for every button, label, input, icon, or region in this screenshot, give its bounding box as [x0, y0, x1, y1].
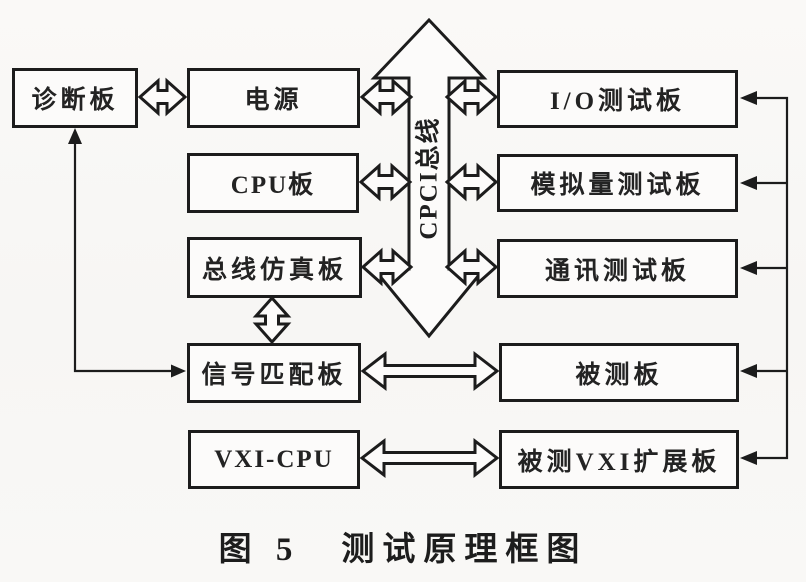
double-arrow-emulation-matching — [252, 295, 292, 345]
node-comm-test-board: 通讯测试板 — [497, 239, 738, 298]
node-label: 通讯测试板 — [544, 257, 690, 285]
arrowhead-left-io — [740, 91, 757, 105]
double-arrow-matching-undertest — [360, 350, 500, 392]
node-cpu-board: CPU板 — [187, 153, 359, 213]
node-label: 模拟量测试板 — [530, 172, 705, 199]
node-label: 电源 — [244, 87, 303, 114]
node-label: CPU板 — [230, 172, 316, 199]
arrowhead-left-undertest — [740, 364, 757, 378]
node-label: 信号匹配板 — [201, 362, 347, 389]
double-arrow-bus-analog — [444, 162, 499, 202]
feedback-line-left — [73, 136, 176, 373]
node-vxi-expansion-board-under-test: 被测VXI扩展板 — [499, 430, 739, 489]
node-label: 总线仿真板 — [201, 256, 347, 284]
arrowhead-left-expansion — [740, 451, 757, 465]
double-arrow-cpu-bus — [358, 162, 413, 202]
node-io-test-board: I/O测试板 — [497, 70, 738, 128]
arrowhead-up-diagboard — [68, 128, 82, 144]
node-label: I/O测试板 — [549, 88, 686, 115]
node-label: VXI-CPU — [214, 445, 334, 473]
cpci-bus-label: CPCI总线 — [414, 116, 443, 239]
double-arrow-bus-io — [444, 77, 499, 117]
double-arrow-bus-comm — [444, 247, 499, 287]
double-arrow-vxicpu-expansion — [359, 437, 500, 479]
figure-caption: 图 5 测试原理框图 — [218, 532, 588, 568]
cpci-bus-arrow — [370, 17, 488, 339]
arrowhead-left-analog — [740, 176, 757, 190]
double-arrow-emulation-bus — [360, 247, 414, 287]
node-vxi-cpu: VXI-CPU — [188, 430, 360, 489]
node-power-supply: 电源 — [187, 68, 360, 128]
node-label: 诊断板 — [31, 87, 119, 114]
double-arrow-diag-power — [137, 77, 188, 117]
node-board-under-test: 被测板 — [499, 343, 739, 402]
node-bus-emulation-board: 总线仿真板 — [187, 237, 362, 298]
double-arrow-power-bus — [359, 77, 414, 117]
node-diagnostic-board: 诊断板 — [12, 68, 138, 128]
node-label: 被测板 — [575, 361, 663, 389]
arrowhead-left-comm — [740, 261, 757, 275]
arrowhead-right-matching — [171, 364, 186, 378]
node-analog-test-board: 模拟量测试板 — [497, 154, 738, 212]
node-signal-matching-board: 信号匹配板 — [187, 343, 361, 403]
node-label: 被测VXI扩展板 — [517, 448, 721, 476]
feedback-trunk-right — [752, 96, 789, 460]
